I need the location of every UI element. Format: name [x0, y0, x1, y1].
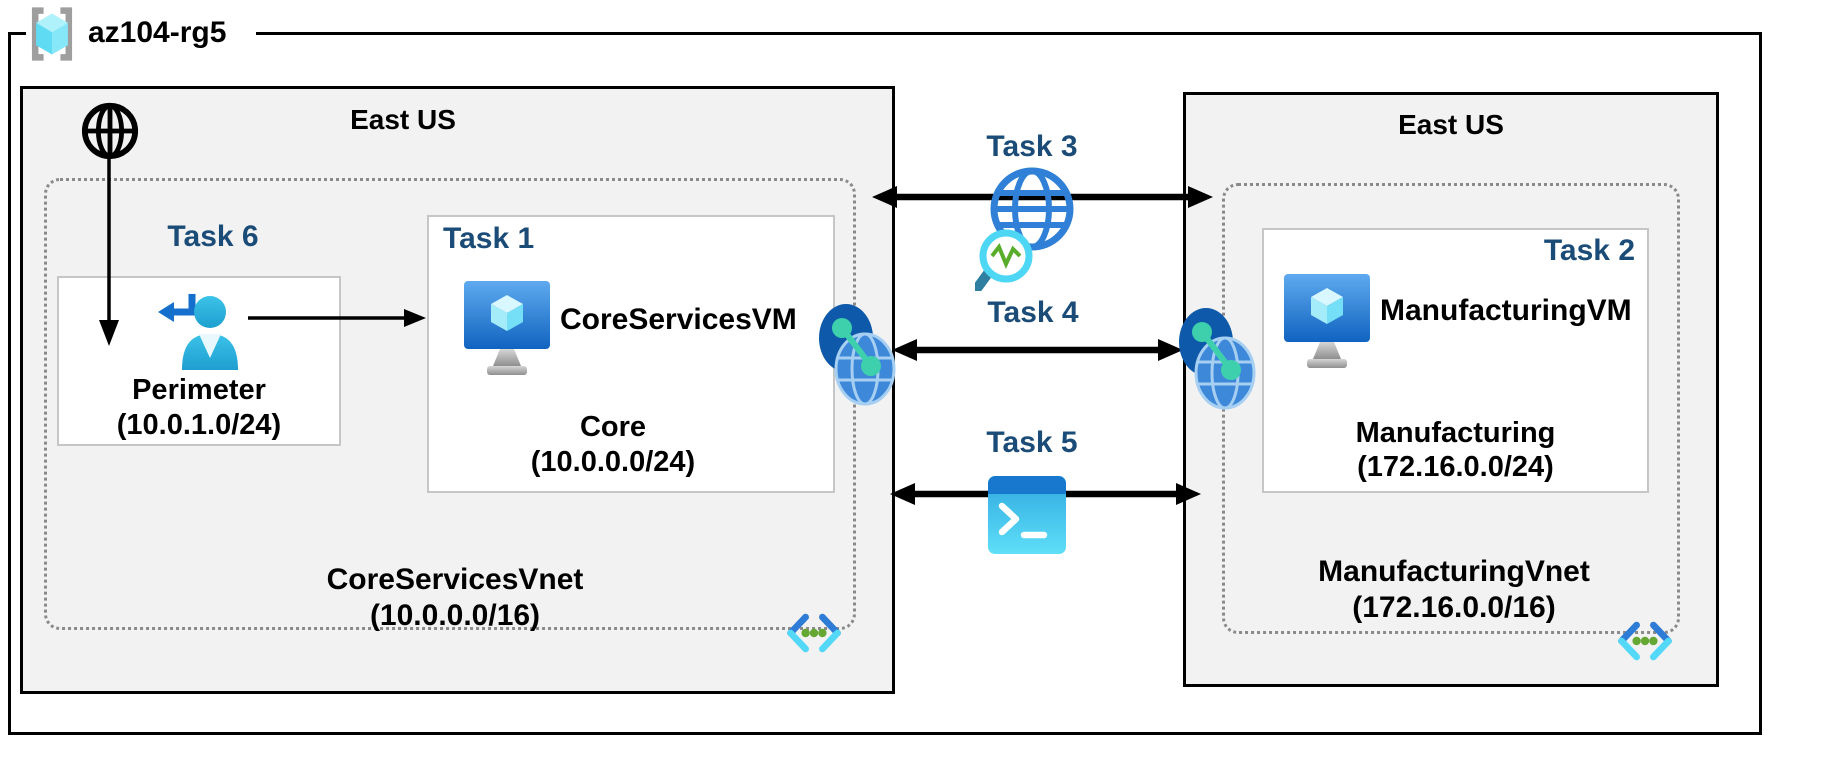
- core-subnet-cidr: (10.0.0.0/24): [530, 446, 696, 478]
- virtual-network-icon: [787, 613, 841, 653]
- manufacturing-vnet-name: ManufacturingVnet: [1318, 555, 1590, 588]
- region-manufacturing-east-us: East US Task 2 ManufacturingVM Manufactu…: [1183, 92, 1719, 687]
- region-core-title: East US: [350, 104, 456, 135]
- cloud-shell-icon: [988, 476, 1066, 554]
- network-peering-icon-right: [1179, 308, 1256, 410]
- perimeter-subnet-name: Perimeter: [132, 374, 266, 406]
- task2-label: Task 2: [1543, 234, 1635, 267]
- virtual-network-icon: [1618, 621, 1672, 661]
- task5-label: Task 5: [986, 426, 1078, 459]
- manufacturing-vm-name: ManufacturingVM: [1380, 294, 1632, 327]
- manufacturing-subnet-cidr: (172.16.0.0/24): [1357, 451, 1554, 483]
- perimeter-subnet-box: Perimeter (10.0.1.0/24): [57, 276, 341, 446]
- perimeter-to-core-arrow: [248, 309, 426, 327]
- manufacturing-subnet-name: Manufacturing: [1355, 417, 1556, 449]
- task6-label: Task 6: [167, 220, 259, 253]
- resource-group-icon: [31, 7, 73, 61]
- task3-peering-arrow: [872, 186, 1213, 208]
- internet-ingress-arrow: [99, 156, 119, 346]
- core-subnet-name: Core: [579, 411, 647, 443]
- signin-user-icon: [158, 294, 238, 370]
- manufacturing-vnet-cidr: (172.16.0.0/16): [1352, 591, 1556, 624]
- core-vnet-name: CoreServicesVnet: [326, 563, 584, 596]
- task3-label: Task 3: [986, 130, 1078, 163]
- vm-icon: [1284, 274, 1370, 368]
- task1-label: Task 1: [443, 222, 535, 255]
- manufacturing-subnet-box: Task 2 ManufacturingVM Manufacturing (17…: [1262, 228, 1649, 493]
- task4-label: Task 4: [987, 296, 1079, 329]
- network-peering-icon-left: [819, 304, 896, 406]
- core-vnet-cidr: (10.0.0.0/16): [369, 599, 541, 632]
- perimeter-subnet-cidr: (10.0.1.0/24): [116, 409, 282, 441]
- core-services-vnet-box: [44, 178, 856, 630]
- internet-globe-icon: [81, 102, 139, 160]
- resource-group-name: az104-rg5: [88, 16, 227, 49]
- core-subnet-box: Task 1 CoreServicesVM Core (10.0.0.0/24): [427, 215, 835, 493]
- resource-group-box: [8, 32, 1762, 735]
- network-watcher-icon: [975, 167, 1074, 291]
- core-vm-name: CoreServicesVM: [560, 303, 797, 336]
- task4-connection-arrow: [892, 339, 1183, 361]
- region-core-east-us: East US Task 6 Perimeter (10.0.1.0/24) T…: [20, 86, 895, 694]
- vm-icon: [464, 281, 550, 375]
- region-mfg-title: East US: [1398, 109, 1504, 140]
